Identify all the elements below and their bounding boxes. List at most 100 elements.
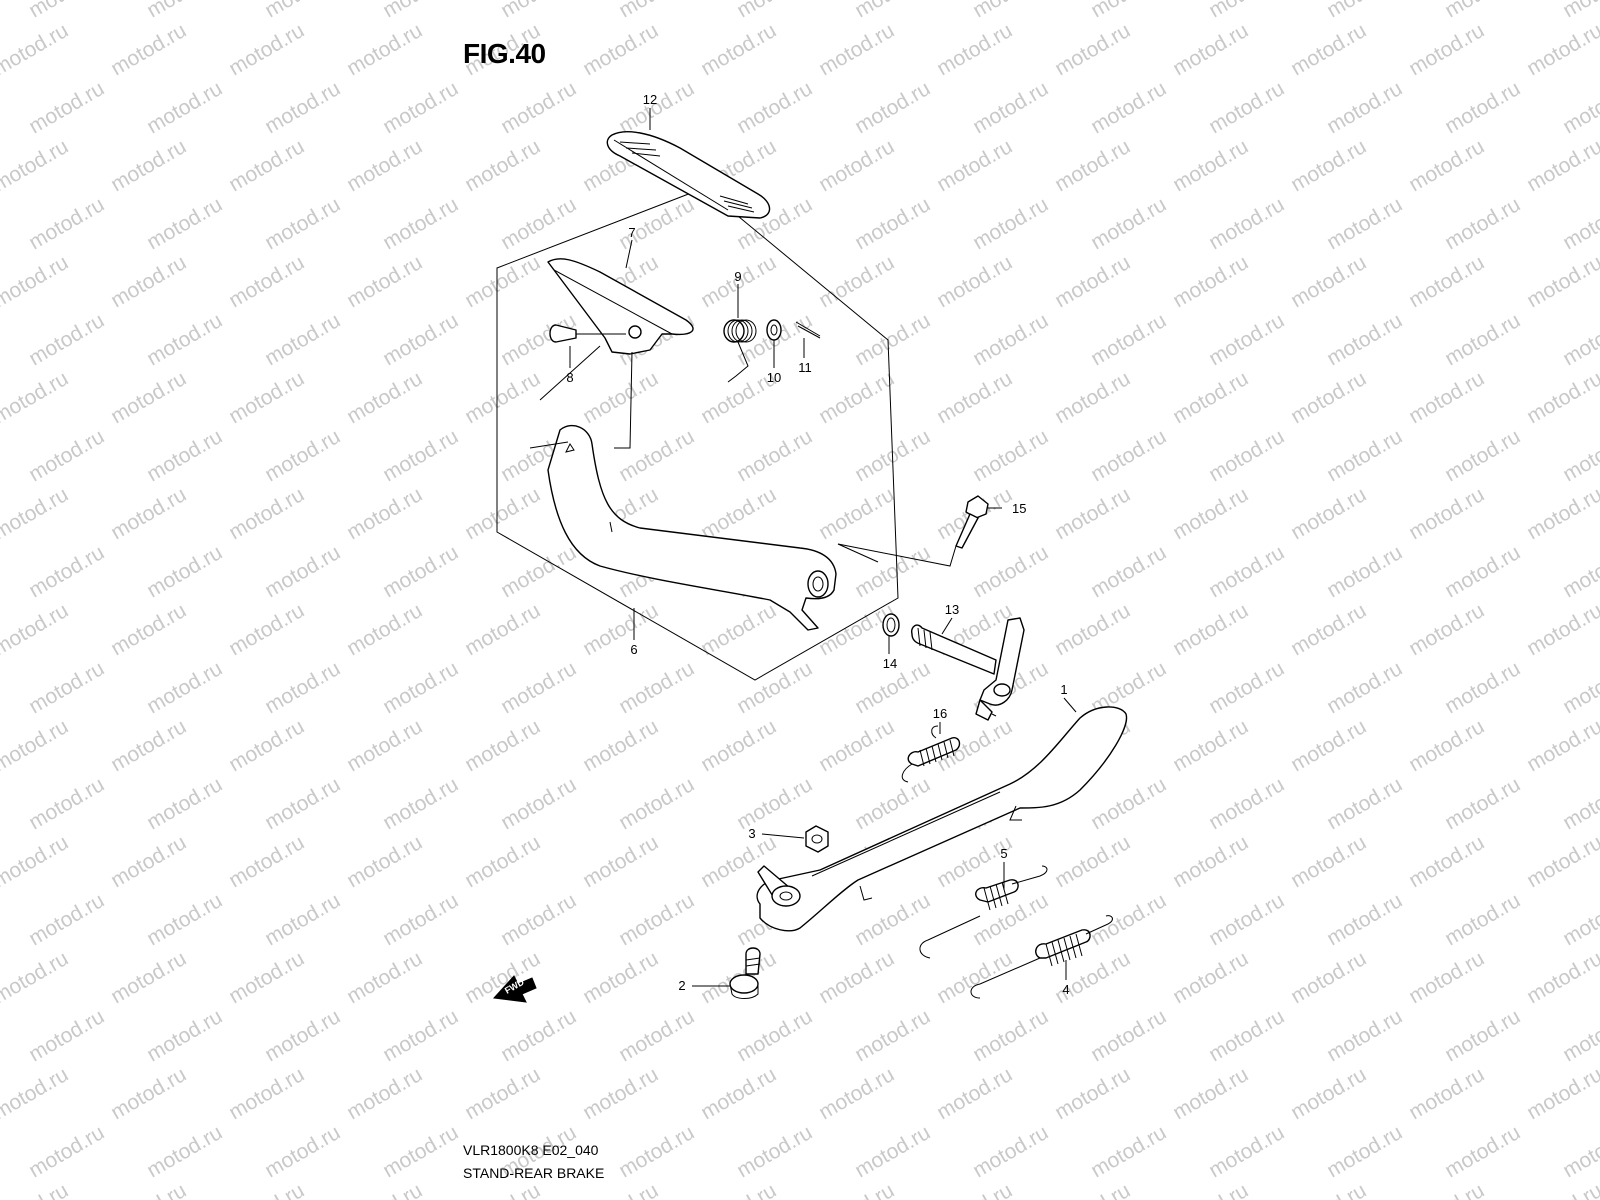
watermark-text: motod.ru (1523, 1063, 1600, 1124)
callout-2[interactable]: 2 (678, 978, 685, 993)
watermark-text: motod.ru (615, 77, 698, 138)
watermark-text: motod.ru (225, 367, 308, 428)
callout-1[interactable]: 1 (1060, 682, 1067, 697)
watermark-text: motod.ru (969, 193, 1052, 254)
watermark-text: motod.ru (1169, 1063, 1252, 1124)
watermark-text: motod.ru (1323, 657, 1406, 718)
watermark-text: motod.ru (1405, 483, 1488, 544)
watermark-text: motod.ru (815, 251, 898, 312)
callout-6[interactable]: 6 (630, 642, 637, 657)
watermark-text: motod.ru (579, 1063, 662, 1124)
watermark-text: motod.ru (851, 309, 934, 370)
watermark-text: motod.ru (1441, 425, 1524, 486)
callout-11[interactable]: 11 (798, 360, 812, 375)
model-code: VLR1800K8 E02_040 (463, 1142, 599, 1158)
assembly-link-lines (529, 345, 879, 563)
watermark-text: motod.ru (1087, 773, 1170, 834)
figure-title: FIG.40 (463, 38, 546, 69)
watermark-text: motod.ru (615, 425, 698, 486)
watermark-text: motod.ru (1441, 1121, 1524, 1182)
watermark-text: motod.ru (143, 309, 226, 370)
watermark-text: motod.ru (1559, 425, 1600, 486)
pivot-bolt-shape (729, 947, 761, 999)
watermark-text: motod.ru (733, 657, 816, 718)
watermark-text: motod.ru (1559, 657, 1600, 718)
watermark-text: motod.ru (143, 0, 226, 22)
brake-shaft-shape (910, 617, 1025, 721)
watermark-text: motod.ru (851, 0, 934, 22)
watermark-text: motod.ru (1169, 483, 1252, 544)
watermark-text: motod.ru (379, 541, 462, 602)
watermark-text: motod.ru (1405, 19, 1488, 80)
watermark-text: motod.ru (579, 367, 662, 428)
watermark-text: motod.ru (497, 889, 580, 950)
stand-spring-upper-shape (919, 865, 1048, 959)
watermark-text: motod.ru (1559, 1121, 1600, 1182)
callout-14[interactable]: 14 (883, 656, 897, 671)
watermark-text: motod.ru (697, 483, 780, 544)
callout-8[interactable]: 8 (566, 370, 573, 385)
watermark-text: motod.ru (1169, 715, 1252, 776)
watermark-text: motod.ru (615, 1005, 698, 1066)
watermark-text: motod.ru (1405, 599, 1488, 660)
watermark-text: motod.ru (225, 135, 308, 196)
callout-7[interactable]: 7 (628, 225, 635, 240)
watermark-text: motod.ru (615, 657, 698, 718)
watermark-text: motod.ru (0, 367, 72, 428)
callout-15[interactable]: 15 (1012, 501, 1026, 516)
watermark-text: motod.ru (733, 1005, 816, 1066)
watermark-text: motod.ru (933, 947, 1016, 1008)
watermark-text: motod.ru (1523, 367, 1600, 428)
watermark-text: motod.ru (1441, 773, 1524, 834)
watermark-text: motod.ru (497, 193, 580, 254)
watermark-text: motod.ru (933, 135, 1016, 196)
watermark-text: motod.ru (1323, 889, 1406, 950)
callout-3[interactable]: 3 (748, 826, 755, 841)
callout-4[interactable]: 4 (1062, 982, 1069, 997)
callout-9[interactable]: 9 (734, 269, 741, 284)
watermark-text: motod.ru (1169, 1179, 1252, 1200)
watermark-text: motod.ru (379, 773, 462, 834)
watermark-text: motod.ru (1523, 947, 1600, 1008)
watermark-text: motod.ru (1523, 251, 1600, 312)
watermark-text: motod.ru (1087, 193, 1170, 254)
callout-12[interactable]: 12 (643, 92, 657, 107)
watermark-text: motod.ru (733, 0, 816, 22)
callout-16[interactable]: 16 (933, 706, 947, 721)
callout-10[interactable]: 10 (767, 370, 781, 385)
watermark-text: motod.ru (1323, 0, 1406, 22)
side-stand-shape (756, 706, 1128, 932)
watermark-text: motod.ru (261, 77, 344, 138)
callout-13[interactable]: 13 (945, 602, 959, 617)
watermark-text: motod.ru (1287, 831, 1370, 892)
pedal-shape (547, 258, 694, 355)
watermark-text: motod.ru (1559, 193, 1600, 254)
watermark-text: motod.ru (1051, 599, 1134, 660)
watermark-text: motod.ru (1523, 19, 1600, 80)
watermark-text: motod.ru (1087, 425, 1170, 486)
watermark-text: motod.ru (261, 193, 344, 254)
watermark-text: motod.ru (1559, 541, 1600, 602)
watermark-text: motod.ru (107, 135, 190, 196)
watermark-text: motod.ru (1523, 715, 1600, 776)
watermark-text: motod.ru (579, 715, 662, 776)
watermark-text: motod.ru (1523, 135, 1600, 196)
watermark-text: motod.ru (815, 135, 898, 196)
watermark-text: motod.ru (461, 251, 544, 312)
watermark-text: motod.ru (461, 715, 544, 776)
watermark-text: motod.ru (0, 831, 72, 892)
watermark-text: motod.ru (1523, 483, 1600, 544)
watermark-text: motod.ru (0, 715, 72, 776)
watermark-text: motod.ru (1441, 1005, 1524, 1066)
watermark-text: motod.ru (1441, 889, 1524, 950)
watermark-text: motod.ru (1559, 77, 1600, 138)
watermark-text: motod.ru (107, 1063, 190, 1124)
callout-5[interactable]: 5 (1000, 846, 1007, 861)
watermark-text: motod.ru (1323, 1121, 1406, 1182)
watermark-text: motod.ru (1405, 251, 1488, 312)
watermark-text: motod.ru (25, 657, 108, 718)
watermark-text: motod.ru (143, 773, 226, 834)
watermark-text: motod.ru (697, 1063, 780, 1124)
watermark-text: motod.ru (733, 77, 816, 138)
watermark-text: motod.ru (107, 367, 190, 428)
